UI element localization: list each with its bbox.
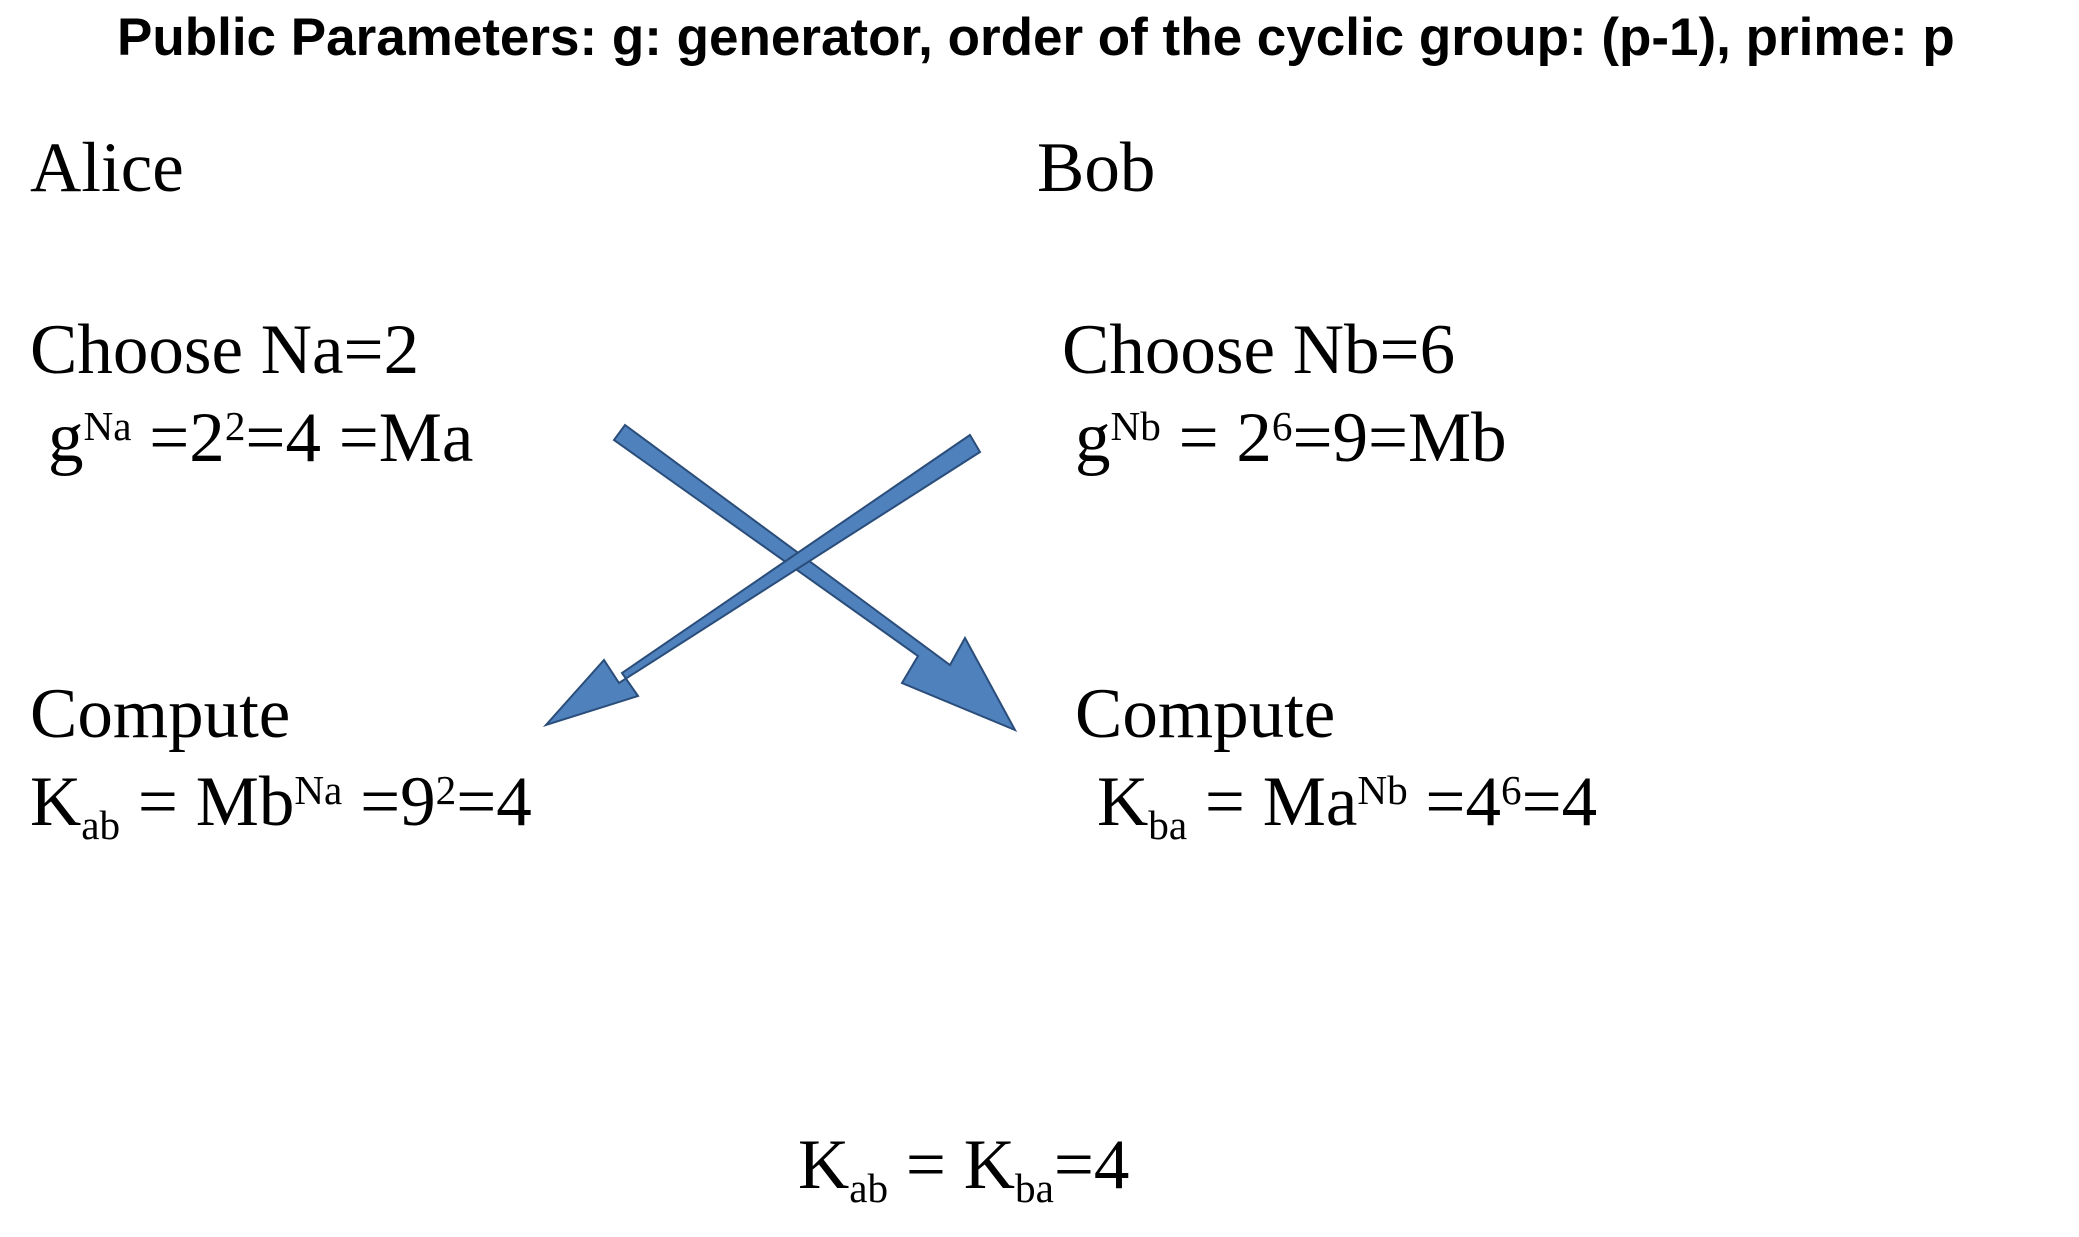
- bob-key-mid: = Ma: [1187, 763, 1358, 841]
- alice-key-result: =4: [456, 763, 532, 841]
- arrow-bob-to-alice: [542, 433, 982, 728]
- alice-key-mid: = Mb: [120, 763, 295, 841]
- alice-pub-exponent-2: 2: [224, 402, 246, 449]
- alice-pub-result: =4 =Ma: [245, 399, 474, 477]
- bob-public-value-line: gNb = 26=9=Mb: [1075, 398, 1507, 480]
- bob-label: Bob: [1037, 129, 1156, 207]
- bob-pub-base: g: [1075, 399, 1111, 477]
- bob-key-exponent: Nb: [1357, 766, 1408, 813]
- alice-public-value-line: gNa =22=4 =Ma: [48, 398, 473, 480]
- alice-choose-line: Choose Na=2: [30, 311, 420, 389]
- alice-key-exponent: Na: [294, 766, 343, 813]
- bob-key-exponent-2: 6: [1500, 766, 1522, 813]
- alice-key-k: K: [30, 763, 82, 841]
- bob-pub-exponent: Nb: [1110, 402, 1161, 449]
- alice-pub-exponent: Na: [83, 402, 132, 449]
- bob-key-line: Kba = MaNb =46=4: [1097, 762, 1598, 846]
- bob-pub-result: =9=Mb: [1292, 399, 1507, 477]
- alice-key-subscript: ab: [81, 802, 121, 848]
- alice-key-eq: =9: [342, 763, 436, 841]
- bob-key-k: K: [1097, 763, 1149, 841]
- alice-key-line: Kab = MbNa =92=4: [30, 762, 532, 846]
- result-value: =4: [1053, 1126, 1130, 1204]
- bob-compute-label: Compute: [1075, 675, 1336, 753]
- alice-label: Alice: [30, 129, 184, 207]
- result-sub2: ba: [1014, 1165, 1054, 1211]
- alice-compute-label: Compute: [30, 675, 291, 753]
- alice-key-exponent-2: 2: [435, 766, 457, 813]
- alice-pub-base: g: [48, 399, 84, 477]
- result-k1: K: [798, 1126, 850, 1204]
- shared-key-result: Kab = Kba=4: [798, 1125, 1130, 1209]
- bob-key-subscript: ba: [1148, 802, 1188, 848]
- bob-pub-exponent-2: 6: [1271, 402, 1293, 449]
- bob-key-eq: =4: [1407, 763, 1501, 841]
- arrow-alice-to-bob: [612, 423, 1018, 733]
- bob-pub-eq: = 2: [1160, 399, 1272, 477]
- bob-key-result: =4: [1521, 763, 1598, 841]
- result-sub1: ab: [849, 1165, 889, 1211]
- bob-choose-line: Choose Nb=6: [1062, 311, 1456, 389]
- alice-pub-eq: =2: [131, 399, 225, 477]
- result-mid: = K: [888, 1126, 1015, 1204]
- public-parameters-header: Public Parameters: g: generator, order o…: [117, 8, 1955, 67]
